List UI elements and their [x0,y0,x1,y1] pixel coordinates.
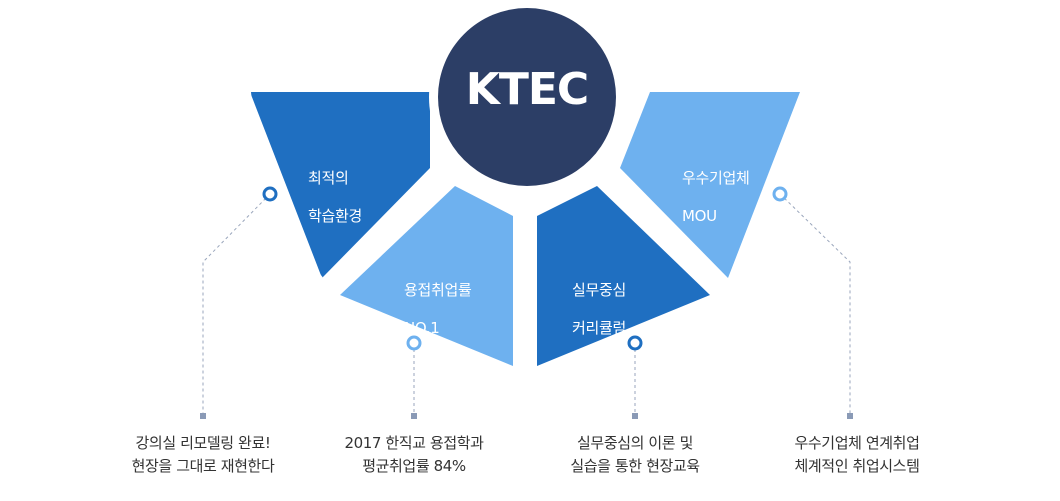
connector-lines [202,193,851,415]
caption-environment-line1: 강의실 리모델링 완료! [135,434,271,452]
segment-environment-line2: 학습환경 [308,207,363,225]
caption-mou-line1: 우수기업체 연계취업 [794,434,920,452]
caption-curriculum: 실무중심의 이론 및 실습을 통한 현장교육 [515,432,755,478]
segment-curriculum [537,186,710,366]
caption-mou-line2: 체계적인 취업시스템 [794,457,920,475]
dot-mou [772,186,788,202]
caption-curriculum-line2: 실습을 통한 현장교육 [570,457,700,475]
segment-label-employment: 용접취업률 NO.1 [404,262,472,338]
caption-environment-line2: 현장을 그대로 재현한다 [131,457,275,475]
segment-employment [340,186,513,366]
caption-employment-line1: 2017 한직교 용접학과 [344,434,484,452]
connector-end-markers [200,413,853,419]
segment-environment-line1: 최적의 [308,169,349,187]
segment-environment [250,92,430,278]
segment-employment-line1: 용접취업률 [404,281,472,299]
segment-dots [262,186,788,351]
caption-curriculum-line1: 실무중심의 이론 및 [577,434,693,452]
segment-mou-line1: 우수기업체 [682,169,750,187]
segment-employment-line2: NO.1 [404,319,440,337]
segment-curriculum-line2: 커리큘럼 [572,319,627,337]
segment-label-mou: 우수기업체 MOU [682,150,750,226]
caption-environment: 강의실 리모델링 완료! 현장을 그대로 재현한다 [83,432,323,478]
caption-employment: 2017 한직교 용접학과 평균취업률 84% [294,432,534,478]
dot-environment [262,186,278,202]
ktec-logo: KTEC [465,64,589,115]
caption-mou: 우수기업체 연계취업 체계적인 취업시스템 [737,432,977,478]
dot-curriculum [627,335,643,351]
segment-mou-line2: MOU [682,207,717,225]
segment-label-curriculum: 실무중심 커리큘럼 [572,262,626,338]
segment-mou [620,92,800,278]
segment-label-environment: 최적의 학습환경 [308,150,362,226]
segment-curriculum-line1: 실무중심 [572,281,627,299]
center-circle [438,8,616,186]
caption-employment-line2: 평균취업률 84% [362,457,466,475]
dot-employment [406,335,422,351]
